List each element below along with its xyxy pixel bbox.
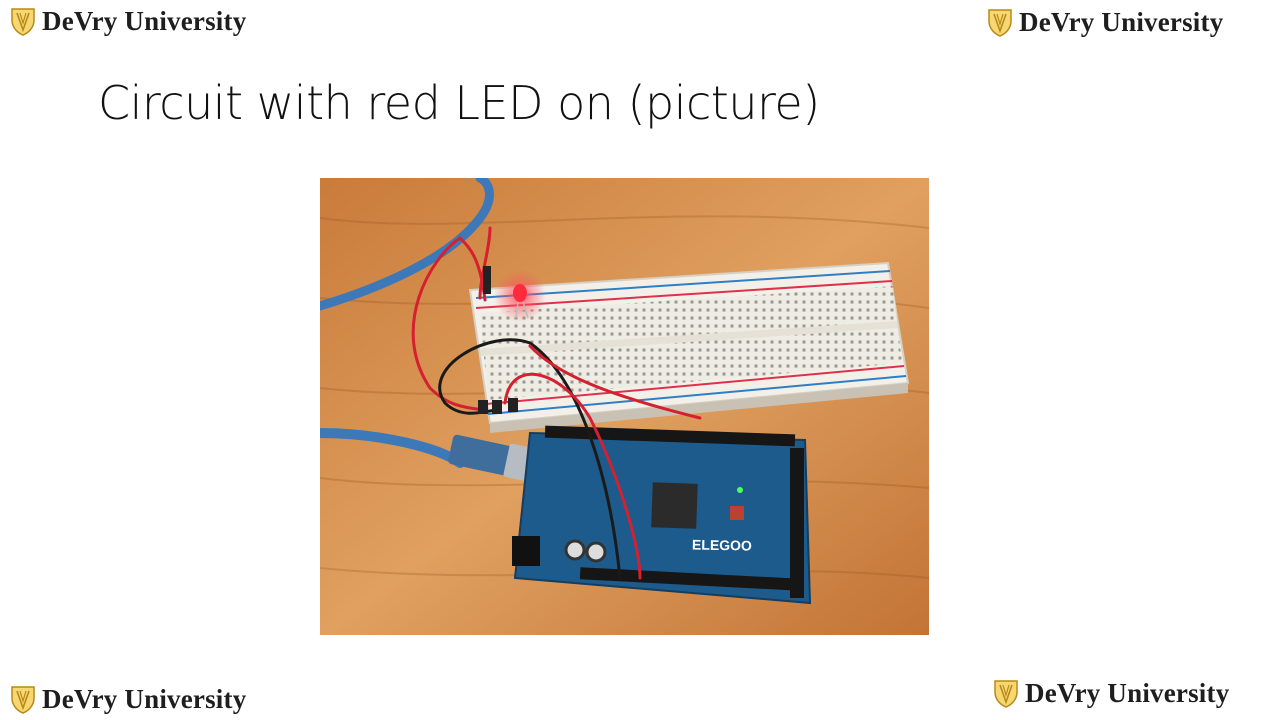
wire-pins (478, 266, 518, 414)
jumper-wires (411, 226, 702, 580)
slide-title: Circuit with red LED on (picture) (98, 76, 820, 130)
shield-icon (11, 8, 35, 36)
microcontroller-board: ELEGOO (512, 425, 812, 605)
board-label: ELEGOO (692, 537, 752, 554)
devry-logo-bottom-left: DeVry University (10, 682, 246, 716)
shield-icon (994, 680, 1018, 708)
brand-name: DeVry University (1019, 6, 1224, 37)
devry-logo-top-left: DeVry University (10, 4, 246, 38)
devry-logo-top-right: DeVry University (987, 5, 1223, 39)
circuit-photo-illustration: ELEGOO (320, 178, 929, 635)
brand-name: DeVry University (42, 683, 247, 714)
shield-icon (11, 686, 35, 714)
breadboard (468, 261, 910, 433)
red-led (494, 270, 546, 322)
shield-icon (988, 9, 1012, 37)
usb-cable (320, 178, 494, 311)
brand-name: DeVry University (42, 5, 247, 36)
circuit-photo: ELEGOO (320, 178, 929, 635)
brand-name: DeVry University (1025, 677, 1230, 708)
devry-logo-bottom-right: DeVry University (993, 676, 1229, 710)
